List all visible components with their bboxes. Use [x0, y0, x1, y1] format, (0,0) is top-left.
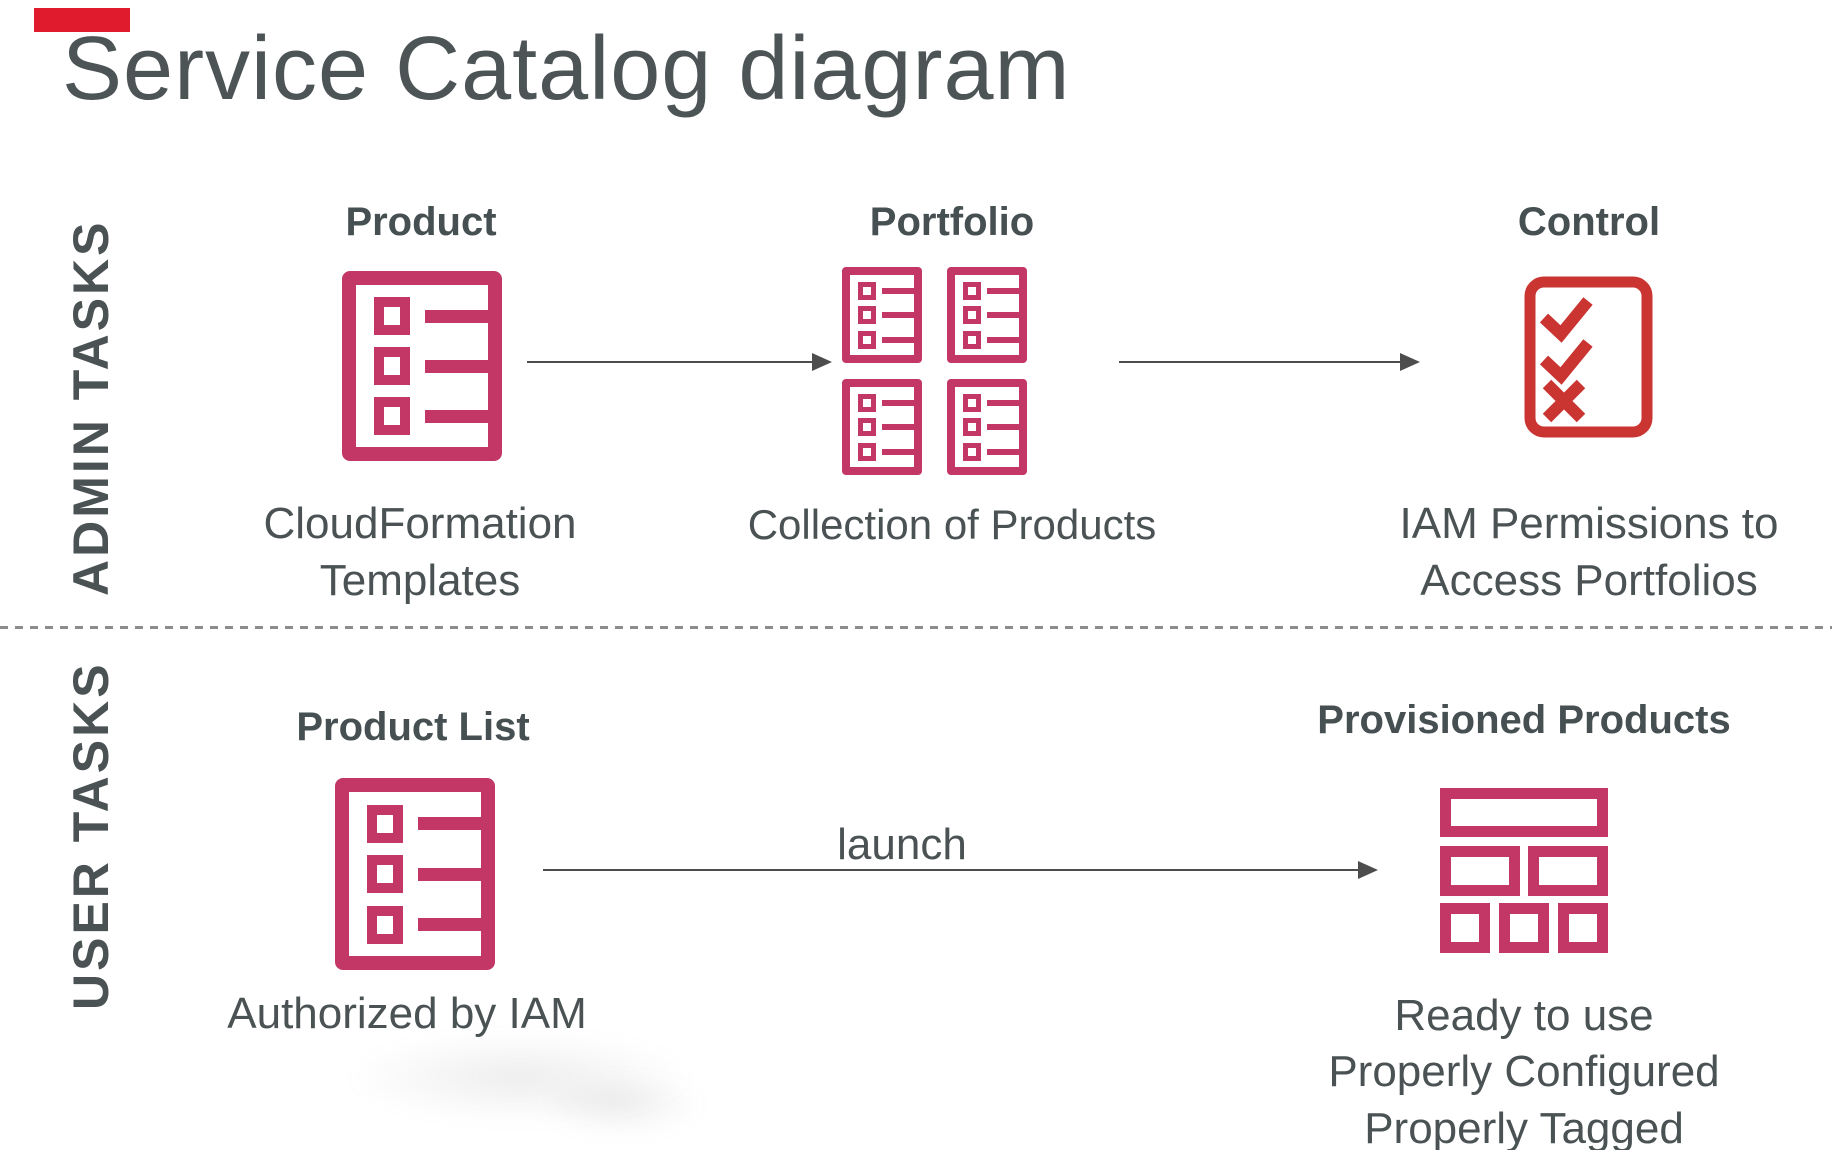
- checkbox-square: [374, 397, 411, 435]
- checkbox-square: [374, 297, 411, 335]
- arrowhead-icon: [1400, 353, 1420, 371]
- product-label: Product: [345, 200, 497, 244]
- arrow-product-to-portfolio: [527, 361, 814, 363]
- product-caption: CloudFormation Templates: [263, 499, 577, 606]
- user-tasks-label: USER TASKS: [63, 661, 119, 1010]
- caption-line: Properly Configured: [1328, 1047, 1720, 1097]
- checkbox-square: [367, 855, 404, 893]
- mini-list-icon: [842, 379, 922, 475]
- control-label: Control: [1517, 200, 1661, 244]
- portfolio-label: Portfolio: [869, 200, 1035, 244]
- checkbox-square: [367, 905, 404, 944]
- caption-line: Properly Tagged: [1364, 1103, 1684, 1150]
- mini-list-icon: [947, 379, 1027, 475]
- control-checklist-icon: [1524, 276, 1653, 443]
- arrowhead-icon: [812, 353, 832, 371]
- line-bar: [418, 918, 481, 931]
- product-list-icon-user: [335, 778, 495, 970]
- mini-list-icon: [842, 267, 922, 363]
- brick: [1499, 903, 1549, 953]
- list-row: [374, 397, 488, 435]
- list-row: [367, 905, 481, 944]
- line-bar: [425, 359, 488, 373]
- brick: [1558, 903, 1608, 953]
- caption-line: Ready to use: [1394, 991, 1654, 1040]
- line-bar: [425, 409, 488, 423]
- launch-label: launch: [837, 820, 967, 869]
- list-row: [374, 347, 488, 385]
- arrow-launch: [543, 869, 1360, 871]
- brick: [1528, 846, 1608, 896]
- arrowhead-icon: [1358, 861, 1378, 879]
- admin-tasks-label: ADMIN TASKS: [63, 219, 119, 597]
- mini-list-icon: [947, 267, 1027, 363]
- product-list-label: Product List: [296, 705, 530, 749]
- line-bar: [418, 867, 481, 881]
- list-row: [367, 804, 481, 843]
- dashed-divider: [0, 626, 1832, 629]
- provisioned-products-icon: [1440, 788, 1608, 953]
- provisioned-products-label: Provisioned Products: [1317, 698, 1731, 742]
- list-row: [367, 855, 481, 893]
- brick: [1440, 788, 1608, 837]
- brick-row: [1440, 903, 1608, 953]
- watermark-smudge: [500, 1060, 740, 1150]
- line-bar: [418, 817, 481, 830]
- product-list-icon: [342, 271, 502, 461]
- list-row: [374, 297, 488, 335]
- checkbox-square: [367, 804, 404, 843]
- portfolio-caption: Collection of Products: [747, 501, 1157, 548]
- provisioned-caption: Ready to use Properly Configured Properl…: [1324, 988, 1724, 1150]
- checkbox-square: [374, 347, 411, 385]
- brick-row: [1440, 846, 1608, 896]
- arrow-portfolio-to-control: [1119, 361, 1402, 363]
- portfolio-icon-grid: [842, 267, 1027, 475]
- control-caption: IAM Permissions to Access Portfolios: [1399, 499, 1779, 606]
- line-bar: [425, 309, 488, 323]
- red-accent-bar: [34, 8, 130, 32]
- brick: [1440, 846, 1520, 896]
- page-title: Service Catalog diagram: [62, 19, 1071, 119]
- brick: [1440, 903, 1490, 953]
- product-list-caption: Authorized by IAM: [227, 989, 587, 1038]
